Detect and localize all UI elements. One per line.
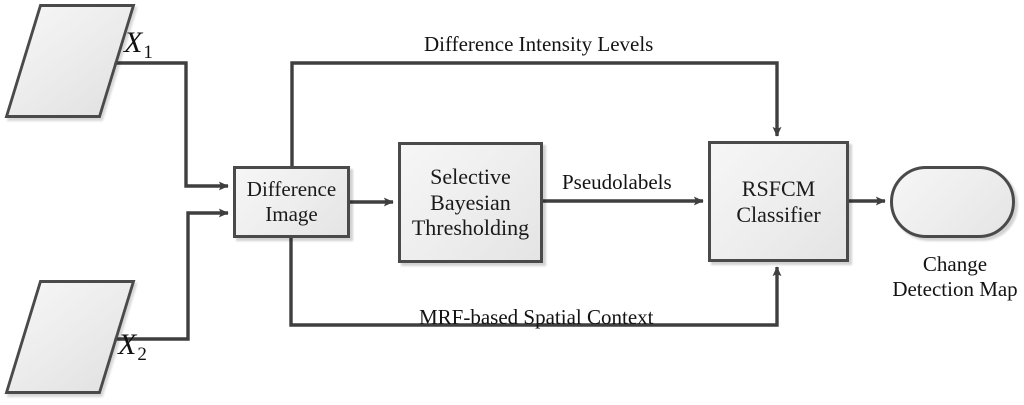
input-label-x2-subscript: 2 bbox=[137, 344, 147, 365]
input-label-x1-text: X bbox=[124, 26, 143, 59]
node-selective-bayesian-thresholding-label: Selective Bayesian Thresholding bbox=[411, 163, 530, 241]
edge-label-pseudolabels: Pseudolabels bbox=[562, 170, 672, 194]
input-label-x1-subscript: 1 bbox=[143, 42, 153, 63]
node-selective-bayesian-thresholding: Selective Bayesian Thresholding bbox=[398, 142, 543, 263]
output-caption-change-detection-map: Change Detection Map bbox=[892, 252, 1018, 302]
node-difference-image-label: Difference Image bbox=[246, 177, 337, 226]
edge-label-mrf-based-spatial-context: MRF-based Spatial Context bbox=[419, 305, 654, 329]
node-change-detection-map bbox=[890, 166, 1015, 238]
node-difference-image: Difference Image bbox=[233, 166, 350, 238]
edge-label-difference-intensity-levels: Difference Intensity Levels bbox=[424, 32, 654, 56]
input-label-x2-text: X bbox=[118, 328, 137, 361]
node-rsfcm-classifier-label: RSFCM Classifier bbox=[736, 175, 821, 227]
edge-x1-to-difference-image bbox=[113, 61, 229, 191]
input-label-x2: X2 bbox=[118, 328, 147, 365]
input-image-x1 bbox=[4, 4, 136, 118]
node-rsfcm-classifier: RSFCM Classifier bbox=[708, 141, 849, 262]
edge-x2-to-difference-image bbox=[113, 208, 229, 341]
input-image-x2 bbox=[4, 280, 136, 394]
input-label-x1: X1 bbox=[124, 26, 153, 63]
